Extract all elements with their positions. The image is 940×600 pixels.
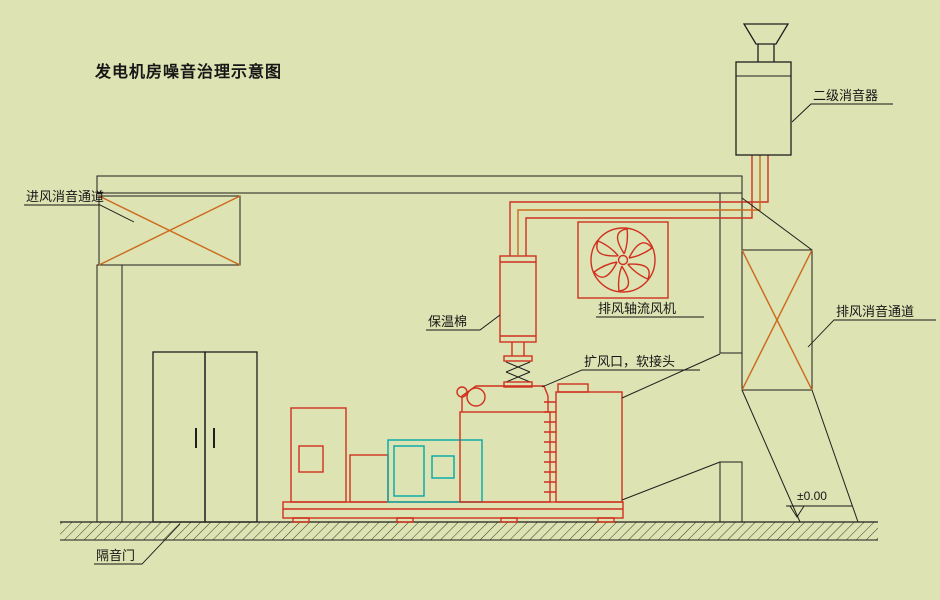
label-diffuser-soft-joint: 扩风口，软接头 [541,354,700,388]
fan-shroud [590,227,656,293]
radiator-fins [544,401,556,493]
fan-frame [577,221,669,299]
duct-top-slant [741,197,813,251]
intake-silencer-x-brace [98,195,241,266]
engine-manifold [461,385,549,412]
right-wall-lower-brick [719,461,743,523]
left-wall-brick [96,264,123,523]
duct-outer-slant [811,389,859,523]
stack-neck [757,44,775,62]
turbocharger [466,387,486,407]
building-walls [96,175,743,523]
diffuser-bottom-line [621,461,721,501]
roof-wall [96,175,743,194]
engine-block [459,411,551,503]
alternator-detail-square [431,455,455,479]
page-title: 发电机房噪音治理示意图 [94,62,282,81]
label-insulation-wool: 保温棉 [426,314,501,331]
insulation-leader [426,314,501,331]
radiator [555,391,623,503]
label-exhaust-axial-fan: 排风轴流风机 [596,301,704,318]
door-right-panel [204,351,258,523]
soft-joint-upper-flange [503,355,533,362]
label-exhaust-silencer-duct: 排风消音通道 [807,304,936,348]
generator-set [282,383,624,523]
label-intake-silencer-duct: 进风消音通道 [24,189,135,223]
elevation-label: ±0.00 [797,489,827,503]
insulation-label: 保温棉 [428,314,467,329]
diffuser-label: 扩风口，软接头 [584,354,675,369]
door-left-panel [152,351,206,523]
secondary-muffler-leader [791,103,893,123]
fan-hub [617,254,629,266]
soft-joint-lower-flange [503,381,533,388]
exhaust-silencer-duct [621,197,859,523]
duct-inner-slant [741,389,801,523]
label-secondary-muffler: 二级消音器 [791,88,893,123]
genset-base-feet [292,517,615,523]
ground-hatch [60,522,878,540]
fan-blades [593,228,653,292]
axial-fan-label: 排风轴流风机 [598,301,676,316]
diffuser-top-line [621,353,721,399]
control-cabinet [290,407,347,503]
turbo-inlet [456,386,468,398]
exhaust-duct-label: 排风消音通道 [836,304,914,319]
insulated-muffler [499,255,537,343]
coupling-block [349,454,389,503]
secondary-muffler-label: 二级消音器 [813,88,878,103]
muffler-inlet-pipe [511,342,525,356]
soft-joint-bellows [505,361,531,383]
secondary-muffler-body [735,61,792,156]
ground [60,521,878,541]
exhaust-pipe-insulation-line [517,155,761,256]
soundproof-door [152,351,258,523]
alternator-detail-left [393,445,425,497]
chimney-stack [735,23,792,156]
exhaust-silencer-x-brace [741,249,813,391]
elevation-triangle [789,505,805,518]
rain-cap [742,23,790,45]
elevation-marker: ±0.00 [786,489,852,518]
soundproof-door-leader [94,523,181,565]
intake-duct-label: 进风消音通道 [26,189,104,204]
right-wall-upper-brick [719,192,743,354]
intake-duct-leader [24,204,135,223]
radiator-top-tank [557,383,589,393]
intake-silencer-box [98,195,241,266]
exhaust-pipe-outer-line [509,155,769,256]
intake-silencer [98,195,241,266]
control-cabinet-panel [298,445,324,473]
exhaust-axial-fan [577,221,669,299]
diffuser-leader [541,369,700,388]
exhaust-silencer-box [741,249,813,391]
genset-base-frame [282,501,624,519]
exhaust-pipe-inner-line [525,155,753,256]
alternator-body [387,439,483,503]
exhaust-duct-leader [807,319,936,348]
exhaust-piping [499,155,769,388]
door-handles [195,428,215,448]
label-soundproof-door: 隔音门 [94,523,181,565]
soundproof-door-label: 隔音门 [96,548,135,563]
